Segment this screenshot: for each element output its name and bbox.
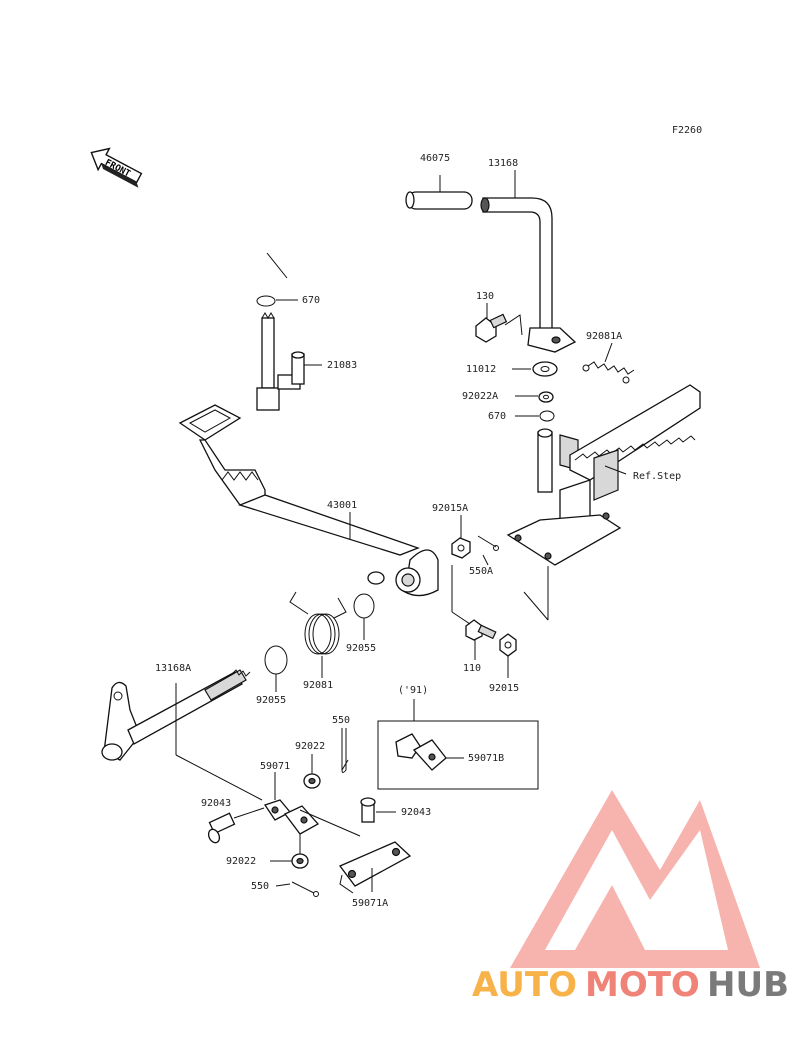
part-550-cotter-pin-bot [275, 881, 319, 897]
label-92055-b: 92055 [256, 695, 286, 706]
inset-1991-variant: ('91) [377, 685, 539, 790]
label-59071B: 59071B [468, 753, 504, 764]
label-92081: 92081 [303, 680, 333, 691]
label-670-mid: 670 [488, 411, 506, 422]
label-550-top: 550 [332, 715, 350, 726]
label-21083: 21083 [327, 360, 357, 371]
watermark-text-moto: MOTO [585, 965, 700, 1005]
part-92022-washer-top [303, 754, 321, 789]
part-43001-brake-pedal [178, 404, 439, 597]
label-92022-top: 92022 [295, 741, 325, 752]
label-92022A: 92022A [462, 391, 498, 402]
part-670-circlip-top [256, 252, 298, 307]
part-21083-shaft [256, 312, 322, 411]
watermark-text: AUTO MOTO HUB [472, 965, 789, 1005]
part-13168-kick-lever [480, 170, 577, 353]
part-ref-step [506, 384, 701, 621]
part-59071-link [263, 772, 361, 837]
part-130-bolt [475, 303, 523, 343]
label-130: 130 [476, 291, 494, 302]
label-92043-left: 92043 [201, 798, 231, 809]
label-110: 110 [463, 663, 481, 674]
part-92015A-nut [451, 515, 471, 559]
year-note: ('91) [398, 685, 428, 696]
label-46075: 46075 [420, 153, 450, 164]
label-92022-bot: 92022 [226, 856, 256, 867]
label-92015A: 92015A [432, 503, 468, 514]
label-11012: 11012 [466, 364, 496, 375]
part-13168A-kick-shaft [101, 669, 263, 801]
part-550A-cotter-pin [477, 535, 499, 566]
label-92043-right: 92043 [401, 807, 431, 818]
label-13168: 13168 [488, 158, 518, 169]
label-92015: 92015 [489, 683, 519, 694]
figure-code: F2260 [672, 125, 702, 136]
part-92022-washer-bot [270, 834, 309, 869]
part-92055-oring-b [264, 645, 288, 692]
label-43001: 43001 [327, 500, 357, 511]
label-59071: 59071 [260, 761, 290, 772]
part-59071A-link [338, 841, 412, 894]
part-92043-pin-right [360, 797, 396, 823]
label-13168A: 13168A [155, 663, 191, 674]
watermark-text-auto: AUTO [472, 965, 577, 1005]
watermark-text-hub: HUB [707, 965, 789, 1005]
label-670-top: 670 [302, 295, 320, 306]
label-ref-step: Ref.Step [633, 471, 681, 482]
part-92043-pin-left [207, 807, 265, 844]
part-92055-oring-a [353, 593, 375, 640]
label-550-bot: 550 [251, 881, 269, 892]
part-92081A-spring [582, 342, 635, 384]
part-92015-nut [499, 633, 517, 678]
label-92055-a: 92055 [346, 643, 376, 654]
label-550A: 550A [469, 566, 493, 577]
part-92081-return-spring [289, 591, 347, 678]
part-550-cotter-pin-top [341, 728, 349, 773]
part-92022A-washer [515, 391, 554, 403]
label-92081A: 92081A [586, 331, 622, 342]
watermark-logo [510, 790, 760, 968]
label-59071A: 59071A [352, 898, 388, 909]
part-46075-grip [405, 175, 473, 210]
part-110-bolt [451, 565, 497, 660]
front-arrow-icon: FRONT [90, 147, 143, 188]
part-670-circlip-mid [515, 410, 555, 422]
part-11012-washer [512, 361, 558, 377]
